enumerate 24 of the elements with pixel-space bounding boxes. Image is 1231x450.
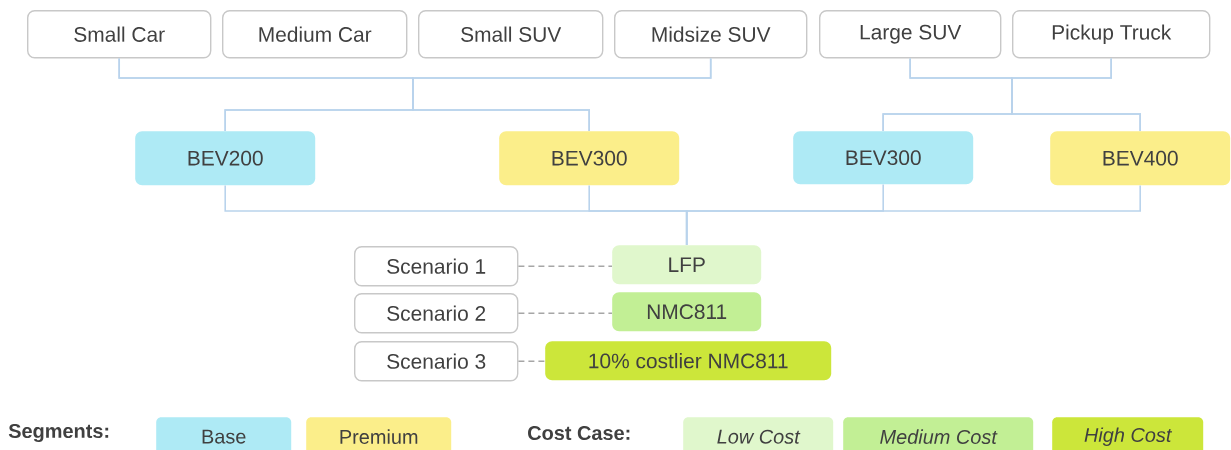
scenario-box: Scenario 3 <box>354 341 519 382</box>
connector-line <box>1011 57 1141 132</box>
scenario-box: Scenario 2 <box>354 293 519 334</box>
legend-heading: Cost Case: <box>528 425 630 441</box>
legend-heading: Segments: <box>8 423 109 443</box>
range-box: BEV400 <box>1050 131 1231 186</box>
scenario-box: Scenario 1 <box>354 246 519 287</box>
vehicle-segment-box: Midsize SUV <box>614 10 808 59</box>
battery-box: LFP <box>612 245 762 285</box>
dashed-connector <box>517 312 613 314</box>
vehicle-segment-box: Medium Car <box>222 10 408 59</box>
battery-box: 10% costlier NMC811 <box>545 341 832 381</box>
vehicle-segment-box: Small SUV <box>418 10 604 59</box>
vehicle-segment-box: Small Car <box>27 10 212 59</box>
dashed-connector <box>517 265 613 267</box>
vehicle-segment-box: Pickup Truck <box>1012 10 1211 59</box>
connector-line <box>412 57 712 132</box>
dashed-connector <box>517 360 546 362</box>
range-box: BEV300 <box>793 131 974 185</box>
connector-line <box>685 184 1141 246</box>
battery-box: NMC811 <box>612 292 762 332</box>
vehicle-segment-box: Large SUV <box>819 10 1002 59</box>
range-box: BEV300 <box>499 131 680 186</box>
range-box: BEV200 <box>135 131 316 186</box>
